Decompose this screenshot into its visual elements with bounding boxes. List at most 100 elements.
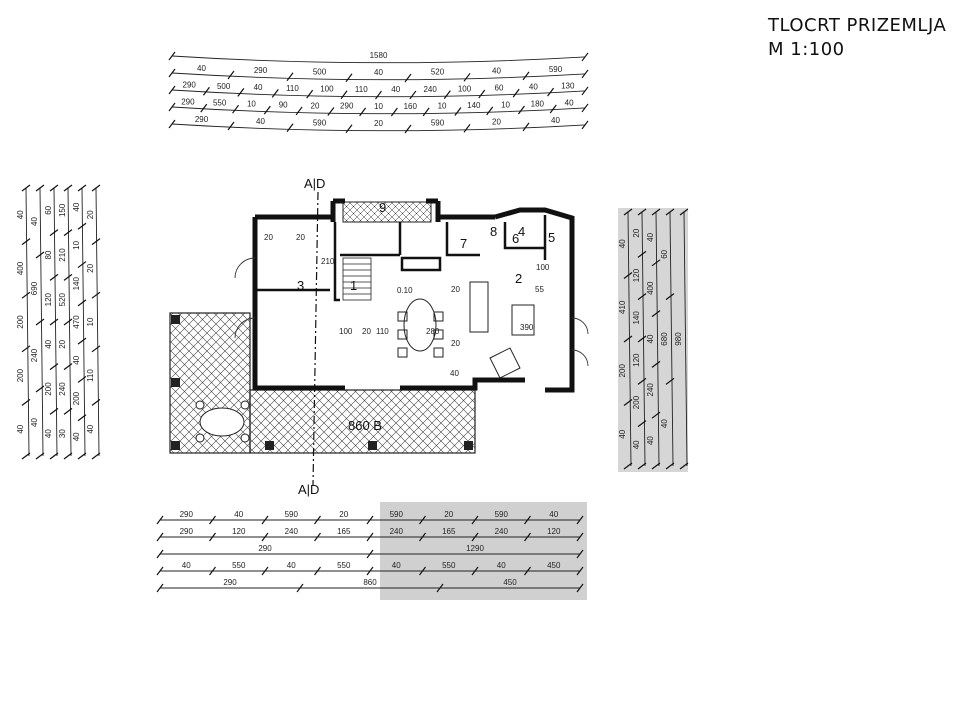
- dimension-label: 40: [44, 429, 53, 438]
- dimension-label: 40: [646, 334, 655, 343]
- interior-dim-text: 20: [264, 233, 273, 242]
- dimension-label: 20: [374, 119, 383, 128]
- dimension-label: 20: [444, 510, 453, 519]
- dimension-label: 590: [549, 65, 563, 74]
- room-number: 8: [490, 224, 497, 239]
- dimension-label: 10: [86, 317, 95, 326]
- dimension-label: 450: [547, 561, 561, 570]
- dimension-tick: [517, 105, 525, 115]
- dimension-tick: [366, 566, 374, 576]
- dimension-tick: [237, 88, 245, 97]
- dimension-tick: [91, 452, 101, 460]
- dimension-label: 10: [374, 102, 383, 111]
- dimension-line: [171, 89, 586, 98]
- dimension-tick: [49, 452, 59, 460]
- dimension-label: 40: [86, 424, 95, 433]
- stair: [342, 257, 372, 301]
- dimension-label: 200: [632, 395, 641, 409]
- room-number: 9: [379, 200, 386, 215]
- dimension-tick: [91, 345, 101, 353]
- dimension-label: 10: [501, 100, 510, 109]
- dimension-label: 200: [44, 382, 53, 396]
- dimension-label: 120: [232, 527, 246, 536]
- title-line-2: M 1:100: [768, 39, 845, 60]
- dimension-tick: [77, 375, 87, 383]
- dimension-tick: [156, 532, 164, 542]
- dimension-tick: [263, 105, 271, 115]
- right-dimension-chains: 4041020040201201401202004040400402404060…: [618, 208, 689, 470]
- dimension-label: 40: [549, 510, 558, 519]
- sofa: [469, 281, 535, 379]
- dimension-label: 240: [30, 348, 39, 362]
- dimension-label: 520: [431, 68, 445, 77]
- dimension-tick: [286, 123, 294, 133]
- dimension-label: 40: [391, 85, 400, 94]
- section-mark-bottom: A|D: [298, 482, 319, 497]
- top-recess-hatched: [342, 201, 432, 223]
- dimension-tick: [665, 293, 675, 301]
- dimension-tick: [63, 363, 73, 371]
- dimension-label: 40: [72, 202, 81, 211]
- dimension-tick: [21, 452, 31, 460]
- dimension-label: 240: [495, 527, 509, 536]
- dimension-label: 160: [404, 102, 418, 111]
- dimension-tick: [665, 208, 675, 216]
- dimension-label: 470: [72, 315, 81, 329]
- interior-dim-text: 40: [450, 369, 459, 378]
- dimension-label: 290: [195, 115, 209, 124]
- dimension-tick: [623, 399, 633, 406]
- dimension-tick: [679, 462, 689, 470]
- dimension-line: [25, 187, 30, 457]
- dimension-tick: [637, 208, 647, 216]
- dimension-label: 690: [30, 281, 39, 295]
- dimension-label: 400: [16, 261, 25, 275]
- dimension-label: 20: [632, 228, 641, 237]
- terrace-columns: [171, 315, 473, 450]
- left-dimension-chains: 4040020020040406902404060801204020040150…: [16, 184, 101, 460]
- dimension-tick: [202, 86, 210, 96]
- dimension-label: 40: [234, 510, 243, 519]
- dimension-label: 165: [442, 527, 456, 536]
- dimension-tick: [637, 462, 647, 470]
- interior-dim-text: 20: [451, 339, 460, 348]
- dimension-label: 165: [337, 527, 351, 536]
- dimension-tick: [63, 184, 73, 192]
- dimension-tick: [651, 259, 661, 267]
- section-line: [312, 191, 319, 486]
- dimension-tick: [581, 69, 589, 79]
- dimension-tick: [419, 532, 426, 542]
- dimension-label: 290: [181, 98, 195, 107]
- dimension-tick: [581, 120, 589, 130]
- dimension-label: 40: [492, 67, 501, 76]
- dimension-tick: [471, 515, 479, 525]
- dimension-tick: [49, 363, 59, 371]
- dimension-label: 20: [86, 210, 95, 219]
- interior-dim-text: 20: [296, 233, 305, 242]
- dimension-tick: [77, 261, 87, 269]
- dimension-tick: [366, 515, 374, 525]
- dimension-label: 100: [320, 84, 334, 93]
- dimension-tick: [581, 52, 589, 62]
- dimension-label: 550: [337, 561, 351, 570]
- dimension-label: 860: [363, 578, 377, 587]
- dimension-tick: [168, 68, 176, 78]
- dimension-tick: [390, 107, 398, 117]
- dimension-tick: [651, 462, 661, 470]
- dimension-tick: [63, 229, 73, 237]
- dimension-tick: [524, 532, 531, 542]
- dimension-label: 210: [58, 248, 67, 262]
- dimension-tick: [345, 124, 353, 134]
- dimension-tick: [156, 515, 164, 525]
- dimension-label: 550: [232, 561, 246, 570]
- dimension-label: 590: [390, 510, 404, 519]
- room-numbers: 1 2 3 4 5 6 7 8 9: [297, 200, 555, 293]
- dimension-tick: [35, 385, 45, 393]
- dimension-label: 100: [458, 84, 472, 93]
- dimension-tick: [375, 90, 382, 100]
- dimension-tick: [168, 102, 176, 112]
- dimension-label: 40: [30, 418, 39, 427]
- interior-walls: [255, 215, 547, 302]
- dimension-tick: [77, 337, 87, 345]
